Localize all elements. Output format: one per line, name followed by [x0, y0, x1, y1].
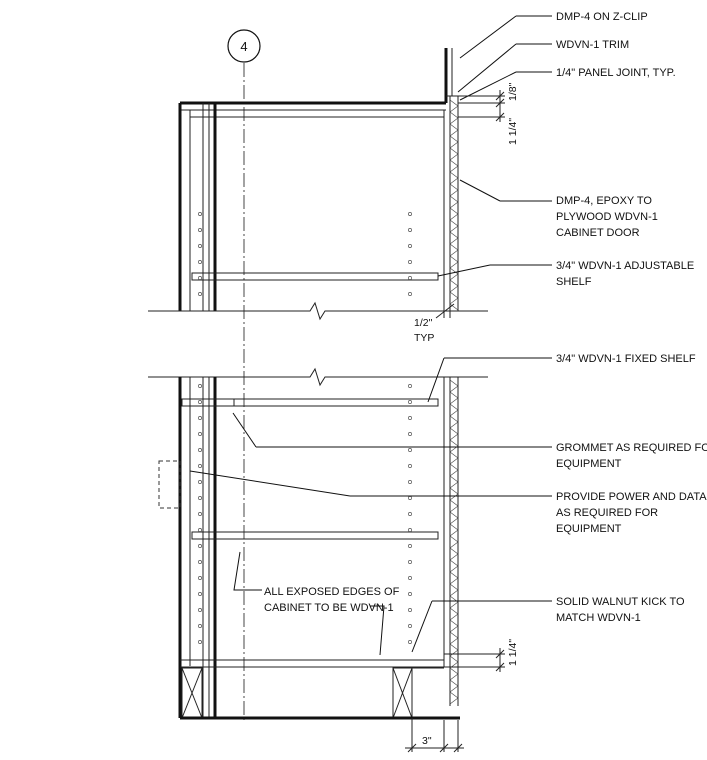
shelf-pin-hole: [408, 528, 412, 532]
shelf-pin-hole: [408, 432, 412, 436]
shelf-pin-hole: [198, 576, 202, 580]
note-adjustable-shelf-line-1: 3/4" WDVN-1 ADJUSTABLE: [556, 260, 694, 272]
note-power-data-line-2: AS REQUIRED FOR: [556, 507, 658, 519]
upper-cabinet: [178, 48, 460, 311]
shelf-pin-hole: [408, 496, 412, 500]
shelf-pin-hole: [198, 416, 202, 420]
shelf-pin-holes: [198, 212, 412, 644]
shelf-pin-hole: [408, 260, 412, 264]
lower-cabinet: [158, 377, 460, 720]
note-exposed-edges-line-1: ALL EXPOSED EDGES OF: [264, 586, 400, 598]
note-panel-joint: 1/4" PANEL JOINT, TYP.: [556, 67, 676, 79]
shelf-pin-hole: [198, 464, 202, 468]
shelf-pin-hole: [198, 292, 202, 296]
dim-gap-top: 1/8": [507, 82, 519, 101]
shelf-pin-hole: [408, 244, 412, 248]
note-texts: DMP-4 ON Z-CLIP WDVN-1 TRIM 1/4" PANEL J…: [264, 11, 707, 624]
shelf-pin-hole: [408, 640, 412, 644]
shelf-pin-hole: [408, 544, 412, 548]
shelf-pin-hole: [408, 624, 412, 628]
power-data-box: [158, 460, 181, 509]
grid-bubble: [227, 29, 261, 63]
note-dmp4-epoxy-line-2: PLYWOOD WDVN-1: [556, 211, 658, 223]
note-wdvn1-trim: WDVN-1 TRIM: [556, 39, 629, 51]
shelf-pin-hole: [198, 260, 202, 264]
shelf-pin-hole: [198, 480, 202, 484]
grid-line-4: 4: [227, 29, 261, 720]
shelf-pin-hole: [408, 512, 412, 516]
shelf-pin-hole: [408, 560, 412, 564]
shelf-pin-hole: [198, 400, 202, 404]
shelf-pin-hole: [198, 560, 202, 564]
shelf-pin-hole: [198, 544, 202, 548]
door-hatch: [449, 99, 459, 705]
shelf-pin-hole: [408, 228, 412, 232]
shelf-pin-hole: [198, 592, 202, 596]
shelf-pin-hole: [198, 432, 202, 436]
shelf-pin-hole: [198, 496, 202, 500]
shelf-pin-hole: [408, 416, 412, 420]
shelf-pin-hole: [408, 448, 412, 452]
shelf-pin-hole: [198, 212, 202, 216]
shelf-pin-hole: [198, 608, 202, 612]
note-grommet-line-2: EQUIPMENT: [556, 458, 622, 470]
shelf-pin-hole: [198, 640, 202, 644]
note-adjustable-shelf-line-2: SHELF: [556, 276, 592, 288]
note-exposed-edges-line-2: CABINET TO BE WDVN-1: [264, 602, 394, 614]
shelf-pin-hole: [198, 448, 202, 452]
dim-door-gap-note: TYP: [414, 332, 434, 344]
shelf-pin-hole: [198, 384, 202, 388]
dim-trim-height: 1 1/4": [507, 118, 519, 145]
note-grommet-line-1: GROMMET AS REQUIRED FOR: [556, 442, 707, 454]
note-power-data-line-1: PROVIDE POWER AND DATA: [556, 491, 707, 503]
shelf-pin-hole: [408, 384, 412, 388]
shelf-pin-hole: [408, 212, 412, 216]
shelf-pin-hole: [408, 576, 412, 580]
shelf-pin-hole: [198, 244, 202, 248]
dim-kick-depth: 3": [422, 735, 432, 747]
shelf-pin-hole: [198, 624, 202, 628]
shelf-pin-hole: [198, 276, 202, 280]
leaders: [189, 15, 552, 656]
dim-kick-top: 1 1/4": [507, 639, 519, 666]
note-dmp4-epoxy-line-3: CABINET DOOR: [556, 227, 640, 239]
note-dmp4-zclip: DMP-4 ON Z-CLIP: [556, 11, 648, 23]
note-dmp4-epoxy-line-1: DMP-4, EPOXY TO: [556, 195, 652, 207]
dimension-lines: [405, 90, 505, 753]
shelf-pin-hole: [198, 228, 202, 232]
grid-bubble-label: 4: [240, 39, 247, 54]
shelf-pin-hole: [408, 480, 412, 484]
shelf-pin-hole: [408, 276, 412, 280]
note-walnut-kick-line-2: MATCH WDVN-1: [556, 612, 641, 624]
shelf-pin-hole: [408, 292, 412, 296]
dim-door-gap: 1/2": [414, 317, 433, 329]
shelf-pin-hole: [198, 528, 202, 532]
dimension-texts: 1/8" 1 1/4" 1/2" TYP 1 1/4" 3": [414, 82, 519, 747]
shelf-pin-hole: [408, 464, 412, 468]
note-power-data-line-3: EQUIPMENT: [556, 523, 622, 535]
shelf-pin-hole: [408, 592, 412, 596]
shelf-pin-hole: [408, 608, 412, 612]
note-fixed-shelf: 3/4" WDVN-1 FIXED SHELF: [556, 353, 696, 365]
shelf-pin-hole: [408, 400, 412, 404]
shelf-pin-hole: [198, 512, 202, 516]
note-walnut-kick-line-1: SOLID WALNUT KICK TO: [556, 596, 685, 608]
break-lines: [148, 301, 488, 387]
